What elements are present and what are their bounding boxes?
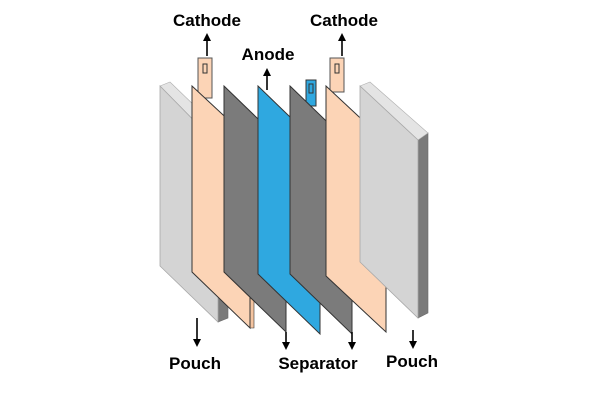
separator-right-arrow [348, 332, 356, 350]
cathode-left-arrow [203, 33, 211, 56]
cathode-left-label: Cathode [173, 11, 241, 30]
separator-left-arrow [282, 332, 290, 350]
separator-label: Separator [278, 354, 358, 373]
cathode-right-tab [329, 57, 345, 93]
pouch-right-arrow [409, 330, 417, 349]
cathode-right-label: Cathode [310, 11, 378, 30]
cathode-right-arrow [338, 33, 346, 56]
pouch-left-arrow [193, 318, 201, 347]
cathode-left-tab [197, 57, 213, 99]
pouch-right-plate [359, 81, 429, 319]
pouch-right-label: Pouch [386, 352, 438, 371]
anode-arrow [263, 68, 271, 90]
pouch-left-label: Pouch [169, 354, 221, 373]
anode-tab [305, 79, 317, 107]
anode-label: Anode [242, 45, 295, 64]
